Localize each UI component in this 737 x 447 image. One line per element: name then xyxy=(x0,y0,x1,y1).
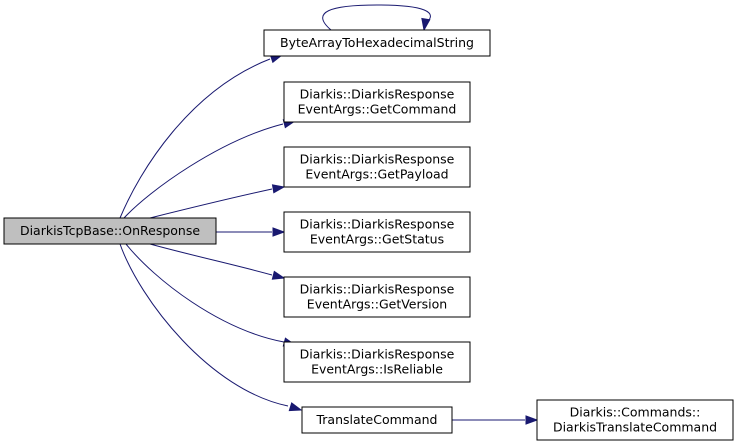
callee-node-n7[interactable]: TranslateCommand xyxy=(301,406,453,434)
node-label: DiarkisTcpBase::OnResponse xyxy=(20,223,200,238)
call-edge-root-to-n1 xyxy=(119,54,284,219)
arrowhead-icon xyxy=(271,270,286,280)
call-edge-root-to-n7 xyxy=(119,243,303,412)
node-label: TranslateCommand xyxy=(315,412,437,427)
callee-node-n3[interactable]: Diarkis::DiarkisResponseEventArgs::GetPa… xyxy=(283,146,471,188)
node-box xyxy=(283,211,471,253)
node-label: EventArgs::GetVersion xyxy=(307,297,447,312)
callee-node-n2[interactable]: Diarkis::DiarkisResponseEventArgs::GetCo… xyxy=(283,81,471,123)
arrowhead-icon xyxy=(271,184,286,194)
node-label: Diarkis::DiarkisResponse xyxy=(300,217,455,232)
edge-line xyxy=(119,243,289,407)
callee-node-n5[interactable]: Diarkis::DiarkisResponseEventArgs::GetVe… xyxy=(283,276,471,318)
node-label: Diarkis::DiarkisResponse xyxy=(300,152,455,167)
node-label: EventArgs::IsReliable xyxy=(311,362,443,377)
node-label: Diarkis::DiarkisResponse xyxy=(300,87,455,102)
node-label: Diarkis::DiarkisResponse xyxy=(300,282,455,297)
edge-line xyxy=(123,123,284,219)
node-box xyxy=(283,341,471,383)
arrowhead-icon xyxy=(525,415,539,425)
node-box xyxy=(536,399,734,441)
node-label: EventArgs::GetStatus xyxy=(310,232,444,247)
call-edge-n7-to-n8 xyxy=(452,415,539,425)
call-edge-root-to-n3 xyxy=(149,184,286,219)
callee-node-n6[interactable]: Diarkis::DiarkisResponseEventArgs::IsRel… xyxy=(283,341,471,383)
call-edge-n1-to-n1 xyxy=(322,4,431,32)
edge-line xyxy=(125,243,285,343)
call-nodes: DiarkisTcpBase::OnResponse ByteArrayToHex… xyxy=(3,29,734,441)
call-edge-root-to-n4 xyxy=(216,227,286,237)
callee-node-n8[interactable]: Diarkis::Commands::DiarkisTranslateComma… xyxy=(536,399,734,441)
call-edge-root-to-n5 xyxy=(149,243,286,280)
node-label: ByteArrayToHexadecimalString xyxy=(280,35,474,50)
node-box xyxy=(283,276,471,318)
node-label: EventArgs::GetPayload xyxy=(305,167,448,182)
node-box xyxy=(3,217,217,245)
arrowhead-icon xyxy=(272,227,286,237)
node-box xyxy=(263,29,491,57)
edge-line xyxy=(149,243,273,276)
node-label: DiarkisTranslateCommand xyxy=(553,420,717,435)
node-label: Diarkis::Commands:: xyxy=(570,405,701,420)
node-box xyxy=(301,406,453,434)
arrowhead-icon xyxy=(288,402,303,412)
node-box xyxy=(283,146,471,188)
callee-node-n4[interactable]: Diarkis::DiarkisResponseEventArgs::GetSt… xyxy=(283,211,471,253)
callee-node-n1[interactable]: ByteArrayToHexadecimalString xyxy=(263,29,491,57)
node-label: EventArgs::GetCommand xyxy=(298,102,457,117)
edge-line xyxy=(119,58,271,219)
edge-line xyxy=(322,4,431,31)
arrowhead-icon xyxy=(421,17,431,32)
node-box xyxy=(283,81,471,123)
root-function-node[interactable]: DiarkisTcpBase::OnResponse xyxy=(3,217,217,245)
edge-line xyxy=(149,188,273,219)
node-label: Diarkis::DiarkisResponse xyxy=(300,347,455,362)
